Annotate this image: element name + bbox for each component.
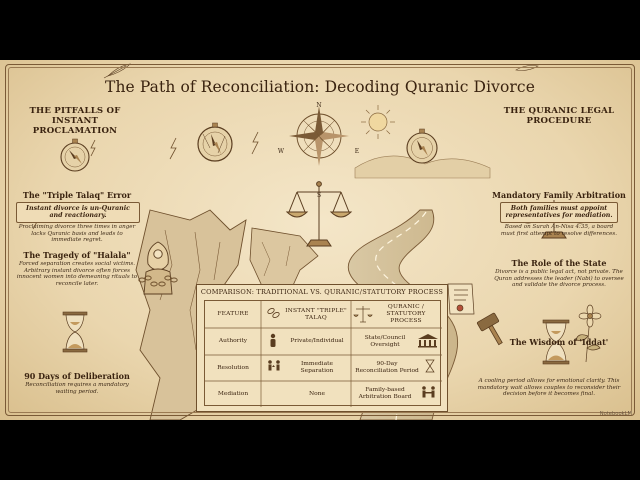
header-feature: FEATURE [217, 311, 249, 318]
table-row-resolution-feature: Resolution [217, 364, 249, 371]
right-section-2-note: Divorce is a public legal act, not priva… [494, 269, 624, 289]
table-row-mediation-feature: Mediation [217, 390, 249, 397]
header-instant: INSTANT "TRIPLE" TALAQ [285, 307, 347, 321]
compass-icon [197, 122, 233, 162]
right-section-2-heading: The Role of the State [511, 258, 607, 268]
right-section-1-banner-text: Both families must appoint representativ… [505, 205, 613, 220]
left-section-3-note: Reconciliation requires a mandatory wait… [25, 382, 129, 395]
comparison-table: COMPARISON: TRADITIONAL VS. QURANIC/STAT… [196, 284, 448, 412]
compass-south-label: S [316, 192, 322, 199]
right-section-1-heading: Mandatory Family Arbitration [492, 190, 626, 200]
compass-east-label: E [354, 148, 360, 155]
compass-north-label: N [316, 102, 322, 109]
gavel-icon [476, 312, 503, 346]
right-section-1-note: Based on Surah An-Nisa 4:35, a board mus… [500, 224, 618, 237]
table-row-authority-feature: Authority [218, 338, 248, 345]
scales-icon [353, 306, 373, 323]
hourglass-icon [425, 359, 435, 373]
table-row-authority-quranic: State/Council Oversight [364, 334, 406, 348]
right-section-3-note: A cooling period allows for emotional cl… [477, 378, 621, 398]
header-quranic: QURANIC / STATUTORY PROCESS [386, 304, 426, 324]
right-section-1-banner: Both families must appoint representativ… [500, 202, 618, 223]
comparison-table-title: COMPARISON: TRADITIONAL VS. QURANIC/STAT… [200, 288, 444, 296]
comparison-grid: FEATURE INSTANT "TRIPLE" TALAQ QURANIC /… [204, 300, 442, 407]
handshake-icon [422, 386, 435, 398]
right-section-3-heading: The Wisdom of 'Iddat' [509, 337, 609, 347]
left-section-2-heading: The Tragedy of "Halala" [23, 250, 131, 260]
sun-icon [361, 105, 395, 139]
left-section-2-note: Forced separation creates social victims… [16, 261, 138, 288]
scales-icon [285, 181, 353, 247]
right-column-heading: THE QURANIC LEGAL PROCEDURE [503, 106, 615, 126]
table-row-resolution-instant: Immediate Separation [300, 361, 334, 374]
watermark: NotebookLM [599, 411, 632, 417]
left-section-1-heading: The "Triple Talaq" Error [22, 190, 132, 200]
table-row-resolution-quranic: 90-Day Reconciliation Period [355, 361, 419, 374]
table-row-authority-instant: Private/Individual [290, 338, 344, 345]
flower-icon [575, 304, 602, 363]
scroll-icon [447, 283, 475, 315]
table-row-mediation-quranic: Family-based Arbitration Board [358, 387, 412, 400]
compass-icon [60, 138, 90, 172]
left-section-1-note: Proclaiming divorce three times in anger… [18, 224, 136, 244]
left-column-heading: THE PITFALLS OF INSTANT PROCLAMATION [29, 106, 121, 136]
council-icon [418, 334, 438, 348]
hourglass-icon [62, 311, 88, 353]
left-section-3-heading: 90 Days of Deliberation [24, 371, 130, 381]
infographic-sheet: The Path of Reconciliation: Decoding Qur… [0, 60, 640, 420]
arrows-icon [268, 360, 280, 371]
chained-woman-icon [138, 241, 178, 295]
person-icon [270, 333, 276, 347]
left-section-1-banner-text: Instant divorce is un-Quranic and reacti… [26, 205, 130, 220]
inner-frame [8, 67, 632, 413]
chain-icon [267, 308, 280, 318]
left-section-1-banner: Instant divorce is un-Quranic and reacti… [16, 202, 140, 223]
compass-west-label: W [277, 148, 285, 155]
page-title: The Path of Reconciliation: Decoding Qur… [105, 78, 535, 96]
table-gridlines [205, 301, 442, 407]
outer-frame [5, 64, 635, 416]
compass-icon [406, 128, 438, 164]
hourglass-icon [542, 319, 570, 365]
table-row-mediation-instant: None [309, 390, 325, 397]
compass-rose-icon [289, 106, 349, 166]
